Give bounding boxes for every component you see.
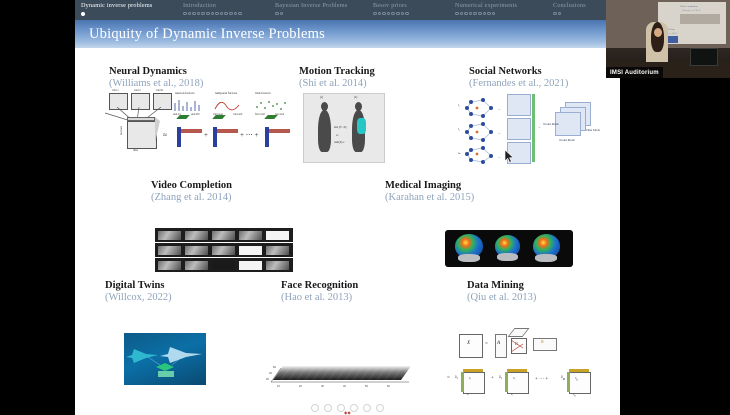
beamer-nav-controls[interactable] xyxy=(75,403,620,413)
figure-human-body-motion-capture: (a) (b) min ∥Y−X∥ s.t. rank(X)≤r xyxy=(303,93,385,163)
item-citation: (Zhang et al. 2014) xyxy=(151,192,232,203)
item-name: Digital Twins xyxy=(105,280,165,291)
nav-prev-slide-button[interactable] xyxy=(324,404,332,412)
svg-text:t₂: t₂ xyxy=(458,127,460,131)
tensor-component xyxy=(175,115,203,149)
item-citation: (Shi et al. 2014) xyxy=(299,78,367,89)
svg-text:10: 10 xyxy=(277,384,280,388)
item-label-video-completion: Video Completion (Zhang et al. 2014) xyxy=(151,180,232,204)
cp-component: λR bR aR xyxy=(561,366,595,398)
item-label-digital-twins: Digital Twins (Willcox, 2022) xyxy=(105,280,172,304)
svg-text:50: 50 xyxy=(365,384,368,388)
speaker-face xyxy=(653,28,662,37)
letterbox-left xyxy=(0,0,75,415)
svg-text:→: → xyxy=(497,106,501,111)
webcam-room-label-text: IMSI Auditorium xyxy=(610,69,659,76)
nav-section-dots xyxy=(81,11,183,16)
slide-title: Ubiquity of Dynamic Inverse Problems xyxy=(89,25,325,42)
nav-section-dots xyxy=(373,11,455,16)
tensor-component xyxy=(263,115,291,149)
item-label-data-mining: Data Mining (Qiu et al. 2013) xyxy=(467,280,536,304)
svg-text:40: 40 xyxy=(269,371,272,375)
svg-text:20: 20 xyxy=(299,384,302,388)
nav-section-dynamic-inverse-problems[interactable]: Dynamic inverse problems xyxy=(75,0,183,20)
webcam-room-label: IMSI Auditorium xyxy=(606,67,663,78)
item-label-neural-dynamics: Neural Dynamics (Williams et al., 2018) xyxy=(109,66,203,90)
nav-section-dots xyxy=(455,11,553,16)
cp-component: λ₂ b₂ a₂ xyxy=(499,366,533,396)
item-citation: (Karahan et al. 2015) xyxy=(385,192,475,203)
svg-text:t₁: t₁ xyxy=(458,103,460,107)
figure-tensor-decomposition-diagram: trial 1 trial 2 trial K neurons time ≈ xyxy=(103,89,290,163)
item-name: Neural Dynamics xyxy=(109,66,187,77)
tensor-mode-label: Nodes Mode xyxy=(543,122,559,126)
item-citation: (Willcox, 2022) xyxy=(105,292,172,303)
item-citation: (Williams et al., 2018) xyxy=(109,78,204,89)
nav-section-label: Besov priors xyxy=(373,2,407,9)
item-name: Medical Imaging xyxy=(385,180,462,191)
nav-last-slide-button[interactable] xyxy=(376,404,384,412)
nav-section-dots xyxy=(183,11,275,16)
nav-section-conclusions[interactable]: Conclusions xyxy=(553,0,620,20)
nav-section-dots xyxy=(553,11,620,16)
nav-section-besov-priors[interactable]: Besov priors xyxy=(373,0,455,20)
nav-section-dots xyxy=(275,11,373,16)
nav-section-bayesian-inverse-problems[interactable]: Bayesian Inverse Problems xyxy=(275,0,373,20)
nav-forward-button[interactable] xyxy=(350,404,358,412)
item-name: Face Recognition xyxy=(281,280,359,291)
figure-graph-adjacency-tensor: → → → t₁ t₂ tₙ → Nodes Mode Nodes Mode xyxy=(457,92,612,164)
tensor-component xyxy=(211,115,239,149)
nav-next-slide-button[interactable] xyxy=(363,404,371,412)
nav-back-button[interactable] xyxy=(337,404,345,412)
confidence-monitor xyxy=(690,48,718,66)
nav-section-introduction[interactable]: Introduction xyxy=(183,0,275,20)
nav-first-slide-button[interactable] xyxy=(311,404,319,412)
nav-section-label: Bayesian Inverse Problems xyxy=(275,2,348,9)
svg-text:20: 20 xyxy=(266,377,269,381)
nav-section-label: Dynamic inverse problems xyxy=(81,2,153,9)
figure-eeg-brain-activity-maps xyxy=(445,230,573,267)
svg-text:tₙ: tₙ xyxy=(458,151,461,155)
figure-film-strip-frames xyxy=(155,228,305,273)
svg-text:→: → xyxy=(497,154,501,159)
item-name: Data Mining xyxy=(467,280,524,291)
institution-logo: ◆◆ xyxy=(344,410,351,415)
item-label-motion-tracking: Motion Tracking (Shi et al. 2014) xyxy=(299,66,375,90)
item-name: Motion Tracking xyxy=(299,66,375,77)
item-label-social-networks: Social Networks (Fernandes et al., 2021) xyxy=(469,66,568,90)
nav-section-numerical-experiments[interactable]: Numerical experiments xyxy=(455,0,553,20)
item-label-medical-imaging: Medical Imaging (Karahan et al. 2015) xyxy=(385,180,474,204)
beamer-navigation-bar: Dynamic inverse problems Introduction Ba… xyxy=(75,0,620,20)
webcam-overlay[interactable]: Video Completion (Zhang et al. 2014) Dig… xyxy=(606,0,730,78)
svg-text:30: 30 xyxy=(321,384,324,388)
figure-aircraft-digital-twin xyxy=(124,333,206,385)
item-citation: (Fernandes et al., 2021) xyxy=(469,78,569,89)
item-citation: (Hao et al. 2013) xyxy=(281,292,353,303)
cp-component: λ₁ b₁ a₁ xyxy=(455,366,489,396)
svg-text:60: 60 xyxy=(273,365,276,369)
tensor-mode-label: Time Mode xyxy=(586,128,600,132)
projection-screen: Video Completion (Zhang et al. 2014) Dig… xyxy=(658,2,726,44)
nav-section-label: Introduction xyxy=(183,2,216,9)
svg-text:→: → xyxy=(497,130,501,135)
factor-label-neuron: neuron factors xyxy=(175,91,195,95)
figure-tucker-cp-decomposition: X = A G B = λ₁ b₁ a₁ xyxy=(445,328,605,403)
slide-title-bar: Ubiquity of Dynamic Inverse Problems xyxy=(75,20,620,48)
speaker-hair xyxy=(651,22,664,52)
slide-body: Neural Dynamics (Williams et al., 2018) … xyxy=(75,48,620,415)
nav-section-label: Conclusions xyxy=(553,2,586,9)
item-name: Video Completion xyxy=(151,180,232,191)
item-citation: (Qiu et al. 2013) xyxy=(467,292,537,303)
presentation-slide: Dynamic inverse problems Introduction Ba… xyxy=(75,0,620,415)
svg-text:60: 60 xyxy=(387,384,390,388)
item-name: Social Networks xyxy=(469,66,542,77)
nav-section-label: Numerical experiments xyxy=(455,2,518,9)
factor-label-temporal: temporal factors xyxy=(215,91,238,95)
item-label-face-recognition: Face Recognition (Hao et al. 2013) xyxy=(281,280,358,304)
tensor-mode-label: Nodes Mode xyxy=(559,138,575,142)
svg-text:40: 40 xyxy=(343,384,346,388)
factor-label-trial: trial factors xyxy=(255,91,271,95)
